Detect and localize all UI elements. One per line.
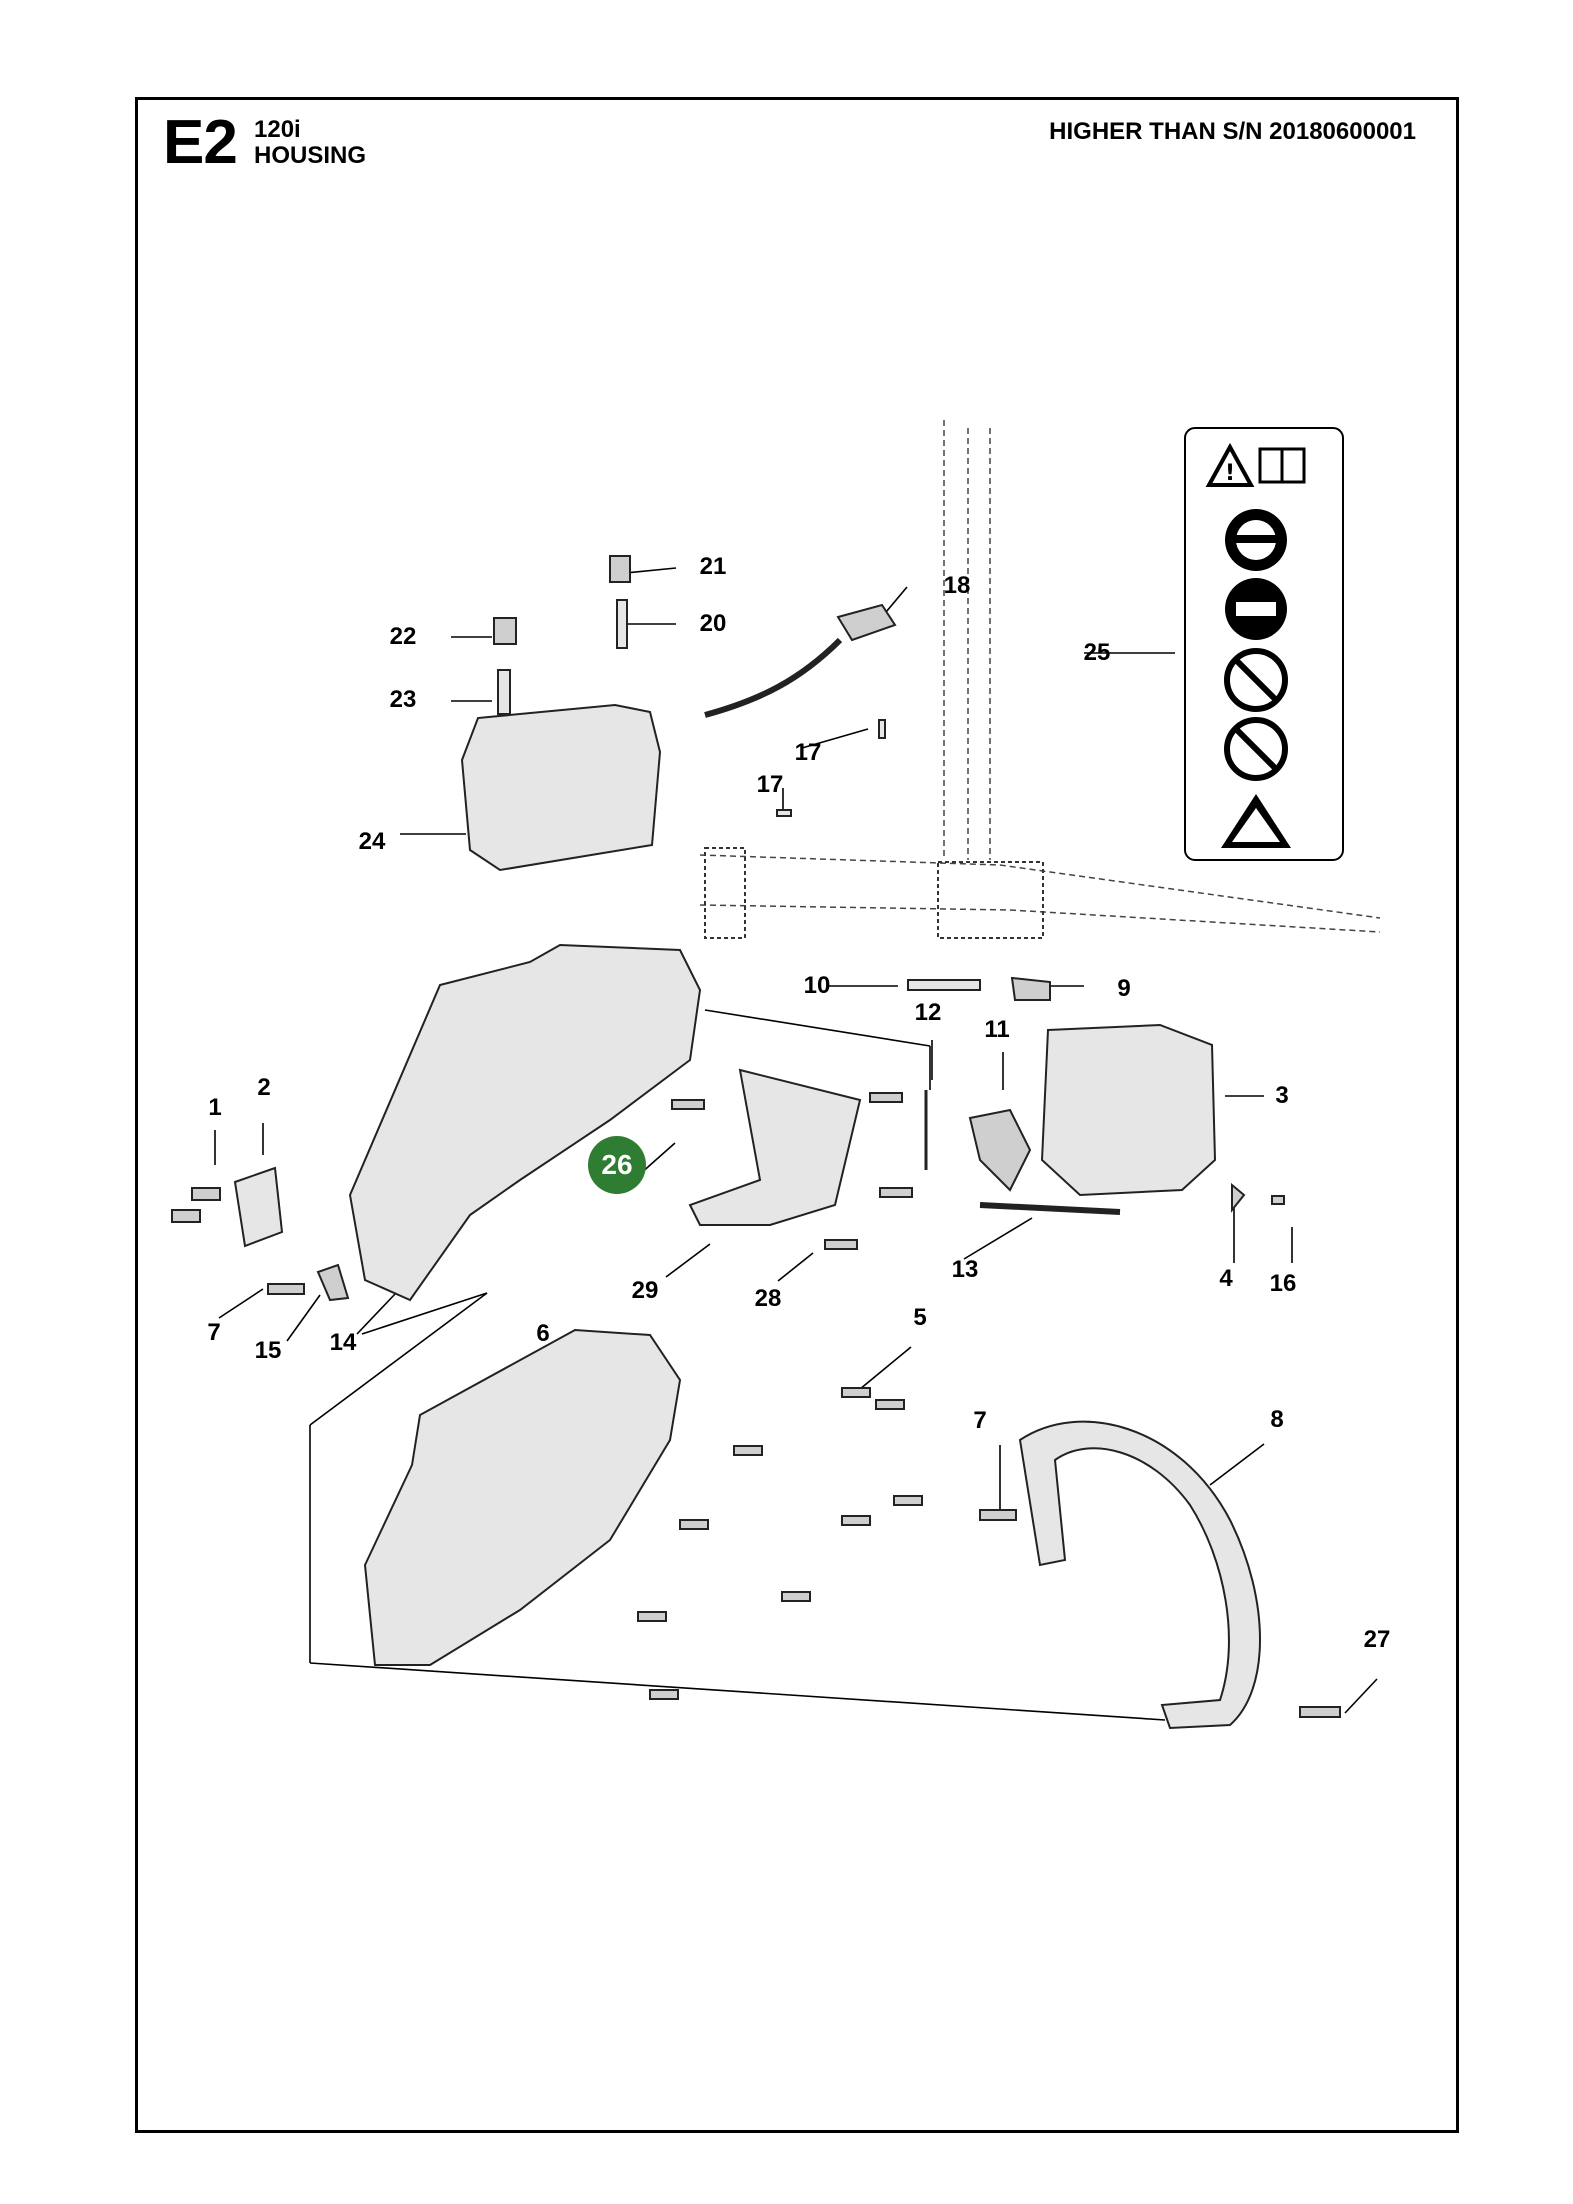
part-3-rear-handle bbox=[1040, 1023, 1217, 1197]
callout-17-lower: 17 bbox=[756, 771, 784, 798]
callout-1: 1 bbox=[208, 1094, 222, 1121]
no-one-hand-use-icon bbox=[1224, 648, 1288, 712]
warning-triangle-icon: ! bbox=[1205, 442, 1255, 487]
parts bbox=[171, 420, 1381, 1730]
read-manual-icon bbox=[1258, 447, 1306, 484]
part-11-lever bbox=[968, 1108, 1032, 1192]
two-hand-operation-icon bbox=[1225, 578, 1287, 640]
callout-4: 4 bbox=[1219, 1265, 1233, 1292]
part-14-housing-half bbox=[348, 943, 702, 1302]
part-17-screw bbox=[878, 719, 886, 739]
part-1-screw bbox=[191, 1187, 221, 1201]
callout-20: 20 bbox=[699, 610, 727, 637]
svg-text:!: ! bbox=[1225, 461, 1235, 486]
part-26-screw bbox=[671, 1099, 705, 1110]
part-22-cap bbox=[493, 617, 517, 645]
part-17-screw-b bbox=[776, 809, 792, 817]
callout-27: 27 bbox=[1363, 1626, 1391, 1653]
part-21-cap bbox=[609, 555, 631, 583]
part-24-battery-compartment bbox=[460, 703, 662, 872]
callout-22: 22 bbox=[389, 623, 417, 650]
callout-7-right: 7 bbox=[973, 1407, 987, 1434]
callout-8: 8 bbox=[1270, 1406, 1284, 1433]
callout-18: 18 bbox=[943, 572, 971, 599]
part-20-spring bbox=[616, 599, 628, 649]
callout-26-highlighted[interactable]: 26 bbox=[588, 1136, 646, 1194]
part-5-screw bbox=[841, 1387, 871, 1398]
callout-7-left: 7 bbox=[207, 1319, 221, 1346]
kickback-warning-icon bbox=[1221, 794, 1291, 848]
part-10-spring bbox=[907, 979, 981, 991]
part-23-spring bbox=[497, 669, 511, 715]
callout-17-upper: 17 bbox=[794, 739, 822, 766]
callout-21: 21 bbox=[699, 553, 727, 580]
callout-25: 25 bbox=[1083, 639, 1111, 666]
section-code: E2 bbox=[163, 108, 238, 177]
safety-decal: ! bbox=[1184, 427, 1344, 861]
part-18-switch bbox=[836, 603, 897, 642]
callout-2: 2 bbox=[257, 1074, 271, 1101]
callout-11: 11 bbox=[984, 1016, 1010, 1043]
part-9-switch-rod bbox=[1010, 976, 1051, 1001]
model-name: 120i bbox=[254, 116, 301, 143]
callout-24: 24 bbox=[358, 828, 386, 855]
part-29-guide bbox=[688, 1068, 862, 1226]
callout-9: 9 bbox=[1117, 975, 1131, 1002]
part-6-cover bbox=[363, 1328, 682, 1666]
part-1-screw-b bbox=[171, 1209, 201, 1223]
part-2-plate bbox=[233, 1166, 284, 1248]
callout-5: 5 bbox=[913, 1304, 927, 1331]
serial-note: HIGHER THAN S/N 20180600001 bbox=[1049, 118, 1416, 145]
part-18-cable bbox=[704, 637, 843, 718]
callout-23: 23 bbox=[389, 686, 417, 713]
part-7-screw bbox=[267, 1283, 305, 1295]
wear-protection-icon bbox=[1225, 509, 1287, 571]
section-title: HOUSING bbox=[254, 142, 367, 169]
part-15-clip bbox=[316, 1263, 350, 1302]
part-4-spring bbox=[1231, 1182, 1246, 1213]
part-8-front-handle bbox=[1018, 1420, 1261, 1730]
callout-3: 3 bbox=[1275, 1082, 1289, 1109]
drawing-frame bbox=[135, 97, 1459, 2133]
callout-16: 16 bbox=[1269, 1270, 1297, 1297]
callout-12: 12 bbox=[914, 999, 942, 1026]
callout-14: 14 bbox=[329, 1329, 357, 1356]
part-16-screw bbox=[1271, 1195, 1285, 1205]
callout-28: 28 bbox=[754, 1285, 782, 1312]
callout-15: 15 bbox=[254, 1337, 282, 1364]
wiring-harness bbox=[699, 854, 1381, 919]
no-kickback-icon bbox=[1224, 717, 1288, 781]
callout-29: 29 bbox=[631, 1277, 659, 1304]
part-28-screw bbox=[824, 1239, 858, 1250]
part-27-screw bbox=[1299, 1706, 1341, 1718]
part-13-shaft bbox=[979, 1202, 1121, 1215]
callout-6: 6 bbox=[536, 1320, 550, 1347]
callout-10: 10 bbox=[803, 972, 831, 999]
part-7-screw-b bbox=[979, 1509, 1017, 1521]
callout-13: 13 bbox=[951, 1256, 979, 1283]
